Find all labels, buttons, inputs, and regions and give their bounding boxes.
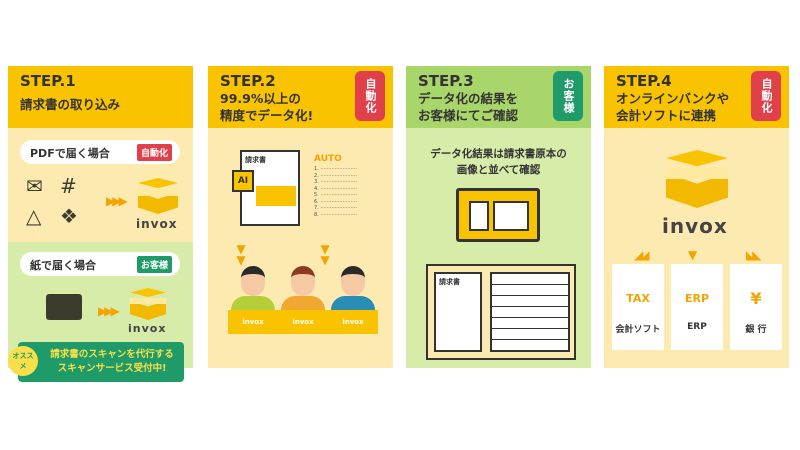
step-title: 請求書の取り込み — [20, 97, 121, 112]
step-number: STEP.3 — [418, 72, 474, 90]
step1-panel: STEP.1 請求書の取り込み PDFで届く場合 自動化 ✉ # △ ❖ ▶▶▶… — [8, 66, 193, 368]
arrow-icon: ◢◢ — [634, 248, 650, 262]
paper-case-label: 紙で届く場合 お客様 — [20, 252, 180, 276]
auto-tag: 自動化 — [136, 144, 172, 161]
target-accounting-software: TAX 会計ソフト — [612, 264, 664, 350]
monitor-icon — [456, 188, 540, 242]
invox-logo: invox — [136, 217, 178, 231]
scanner-icon — [46, 294, 82, 320]
dropbox-icon: ❖ — [60, 204, 78, 228]
comparison-view: 請求書 — [426, 264, 576, 360]
arrow-icon: ▶▶▶ — [98, 304, 120, 318]
auto-list: 1. ·······················2. ···········… — [314, 166, 357, 218]
operator-2: invox — [278, 266, 328, 336]
desc-line1: データ化結果は請求書原本の — [430, 148, 567, 160]
step2-panel: STEP.2 99.9%以上の 精度でデータ化! 自動化 請求書 AI AUTO… — [208, 66, 393, 368]
pdf-case-label: PDFで届く場合 自動化 — [20, 140, 180, 164]
scan-service-banner[interactable]: 請求書のスキャンを代行する スキャンサービス受付中! — [18, 342, 184, 382]
customer-tag: お客様 — [136, 256, 172, 273]
step3-description: データ化結果は請求書原本の 画像と並べて確認 — [406, 146, 591, 178]
auto-list-item: 1. ······················· — [314, 166, 357, 172]
customer-badge: お客様 — [553, 71, 583, 121]
banner-line2: スキャンサービス受付中! — [57, 363, 167, 374]
invox-logo: invox — [128, 322, 167, 335]
mail-icon: ✉ — [26, 174, 43, 198]
target-erp: ERP ERP — [671, 264, 723, 350]
auto-list-item: 4. ······················· — [314, 185, 357, 192]
target-label: ERP — [687, 322, 707, 332]
invox-box-icon — [130, 288, 166, 320]
step-title-line2: 会計ソフトに連携 — [616, 108, 717, 123]
doc-title: 請求書 — [245, 156, 266, 164]
step4-panel: STEP.4 オンラインバンクや 会計ソフトに連携 自動化 invox ◢◢ ▼… — [604, 66, 789, 368]
invox-box-icon — [138, 178, 178, 214]
target-label: 銀 行 — [745, 325, 767, 335]
auto-badge: 自動化 — [355, 71, 385, 121]
ai-chip-icon: AI — [232, 170, 254, 192]
step-title-line2: お客様にてご確認 — [418, 108, 519, 123]
recommend-badge: オススメ — [8, 346, 38, 376]
google-drive-icon: △ — [26, 204, 42, 228]
step1-header: STEP.1 請求書の取り込み — [8, 66, 193, 128]
paper-case-text: 紙で届く場合 — [30, 259, 96, 272]
target-label: 会計ソフト — [615, 325, 661, 335]
down-arrow-icon: ▼▼ — [234, 242, 248, 264]
banner-line1: 請求書のスキャンを代行する — [50, 349, 174, 360]
calculator-icon: TAX — [626, 292, 650, 305]
pdf-case-text: PDFで届く場合 — [30, 147, 110, 160]
arrow-icon: ◣◣ — [746, 248, 762, 262]
desc-line2: 画像と並べて確認 — [456, 164, 541, 176]
step3-panel: STEP.3 データ化の結果を お客様にてご確認 お客様 データ化結果は請求書原… — [406, 66, 591, 368]
step-title-line2: 精度でデータ化! — [220, 108, 314, 123]
step-number: STEP.2 — [220, 72, 276, 90]
arrow-icon: ▼ — [688, 248, 697, 262]
auto-list-item: 5. ······················· — [314, 192, 357, 198]
erp-database-icon: ERP — [684, 292, 710, 305]
auto-list-item: 6. ······················· — [314, 198, 357, 205]
bank-icon: ¥ — [750, 289, 762, 308]
invox-logo: invox — [662, 214, 728, 238]
operator-3: invox — [328, 266, 378, 336]
down-arrow-icon: ▼▼ — [318, 242, 332, 264]
invox-box-icon — [666, 150, 728, 208]
step-title-line1: オンラインバンクや — [616, 91, 730, 106]
arrow-icon: ▶▶▶ — [106, 194, 128, 208]
invoice-document-icon: 請求書 — [240, 150, 300, 226]
step-title-line1: 99.9%以上の — [220, 91, 301, 106]
step-number: STEP.1 — [20, 72, 76, 90]
step-number: STEP.4 — [616, 72, 672, 90]
slack-icon: # — [60, 174, 77, 198]
target-bank: ¥ 銀 行 — [730, 264, 782, 350]
doc-title: 請求書 — [434, 272, 482, 352]
auto-list-item: 7. ······················· — [314, 205, 357, 211]
auto-list-item: 2. ······················· — [314, 172, 357, 179]
auto-label: AUTO — [314, 154, 342, 164]
auto-list-item: 3. ······················· — [314, 179, 357, 185]
auto-list-item: 8. ······················· — [314, 211, 357, 218]
step-title-line1: データ化の結果を — [418, 91, 519, 106]
operator-1: invox — [228, 266, 278, 336]
data-table-icon — [490, 272, 570, 352]
auto-badge: 自動化 — [751, 71, 781, 121]
